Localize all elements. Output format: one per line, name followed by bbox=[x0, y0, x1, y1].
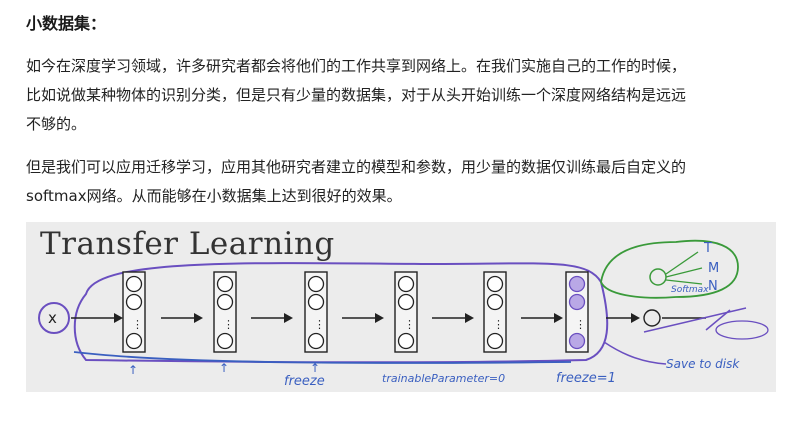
scribble-outline bbox=[715, 320, 769, 340]
section-heading: 小数据集： bbox=[26, 14, 107, 33]
neuron bbox=[216, 332, 234, 350]
layer-3 bbox=[304, 271, 328, 353]
neuron bbox=[568, 293, 586, 311]
input-label: x bbox=[48, 309, 57, 327]
network-diagram: x ⋮ ⋮ ⋮ bbox=[38, 239, 769, 389]
neuron bbox=[568, 275, 586, 293]
arrowhead bbox=[284, 313, 293, 323]
paragraph-line: 但是我们可以应用迁移学习，应用其他研究者建立的模型和参数，用少量的数据仅训练最后… bbox=[26, 158, 687, 176]
caret-mark: ↑ bbox=[128, 363, 138, 377]
freeze-one-annotation: freeze=1 bbox=[556, 371, 616, 386]
caret-mark: ↑ bbox=[310, 361, 320, 375]
old-softmax-node bbox=[643, 309, 661, 327]
layer-6 bbox=[565, 271, 589, 353]
neuron bbox=[307, 293, 325, 311]
arrowhead bbox=[554, 313, 563, 323]
softmax-new-node bbox=[649, 268, 667, 286]
arrow bbox=[665, 267, 703, 278]
paragraph-line: 如今在深度学习领域，许多研究者都会将他们的工作共享到网络上。在我们实施自己的工作… bbox=[26, 57, 687, 75]
neuron bbox=[125, 275, 143, 293]
transfer-learning-figure: Transfer Learning x ⋮ ⋮ bbox=[26, 222, 776, 392]
arrowhead bbox=[465, 313, 474, 323]
ellipsis: ⋮ bbox=[575, 318, 586, 331]
ellipsis: ⋮ bbox=[493, 318, 504, 331]
output-label-n: N bbox=[708, 279, 718, 294]
caret-mark: ↑ bbox=[219, 361, 229, 375]
strike-mark bbox=[705, 309, 731, 331]
trainable-annotation: trainableParameter=0 bbox=[382, 372, 505, 385]
freeze-outline bbox=[73, 262, 609, 364]
strike-mark bbox=[643, 307, 747, 333]
softmax-new-outline bbox=[600, 239, 739, 299]
ellipsis: ⋮ bbox=[314, 318, 325, 331]
neuron bbox=[486, 332, 504, 350]
arrowhead bbox=[114, 313, 123, 323]
input-node bbox=[38, 302, 70, 334]
paragraph-intro: 如今在深度学习领域，许多研究者都会将他们的工作共享到网络上。在我们实施自己的工作… bbox=[26, 52, 786, 139]
neuron bbox=[397, 293, 415, 311]
neuron bbox=[486, 275, 504, 293]
neuron bbox=[307, 275, 325, 293]
paragraph-transfer: 但是我们可以应用迁移学习，应用其他研究者建立的模型和参数，用少量的数据仅训练最后… bbox=[26, 153, 786, 211]
arrowhead bbox=[375, 313, 384, 323]
neuron bbox=[486, 293, 504, 311]
save-annotation: Save to disk bbox=[666, 357, 740, 371]
output-label-t: T bbox=[703, 241, 712, 256]
ellipsis: ⋮ bbox=[404, 318, 415, 331]
neuron bbox=[125, 332, 143, 350]
freeze-annotation: freeze bbox=[284, 374, 325, 389]
neuron bbox=[125, 293, 143, 311]
arrowhead bbox=[194, 313, 203, 323]
arrowhead bbox=[631, 313, 640, 323]
paragraph-line: 比如说做某种物体的识别分类，但是只有少量的数据集，对于从头开始训练一个深度网络结… bbox=[26, 86, 687, 104]
layer-4 bbox=[394, 271, 418, 353]
save-arrow bbox=[603, 341, 667, 365]
output-label-m: M bbox=[708, 261, 719, 276]
arrow bbox=[665, 251, 699, 275]
layer-2 bbox=[213, 271, 237, 353]
softmax-label: Softmax bbox=[671, 285, 709, 295]
layer-1 bbox=[122, 271, 146, 353]
ellipsis: ⋮ bbox=[132, 318, 143, 331]
neuron bbox=[397, 332, 415, 350]
neuron bbox=[216, 275, 234, 293]
arrow bbox=[665, 279, 703, 285]
neuron bbox=[307, 332, 325, 350]
neuron bbox=[397, 275, 415, 293]
freeze-underline bbox=[73, 351, 572, 364]
neuron bbox=[568, 332, 586, 350]
paragraph-line: softmax网络。从而能够在小数据集上达到很好的效果。 bbox=[26, 187, 402, 205]
layer-5 bbox=[483, 271, 507, 353]
ellipsis: ⋮ bbox=[223, 318, 234, 331]
figure-title: Transfer Learning bbox=[40, 226, 335, 262]
paragraph-line: 不够的。 bbox=[26, 115, 87, 133]
neuron bbox=[216, 293, 234, 311]
